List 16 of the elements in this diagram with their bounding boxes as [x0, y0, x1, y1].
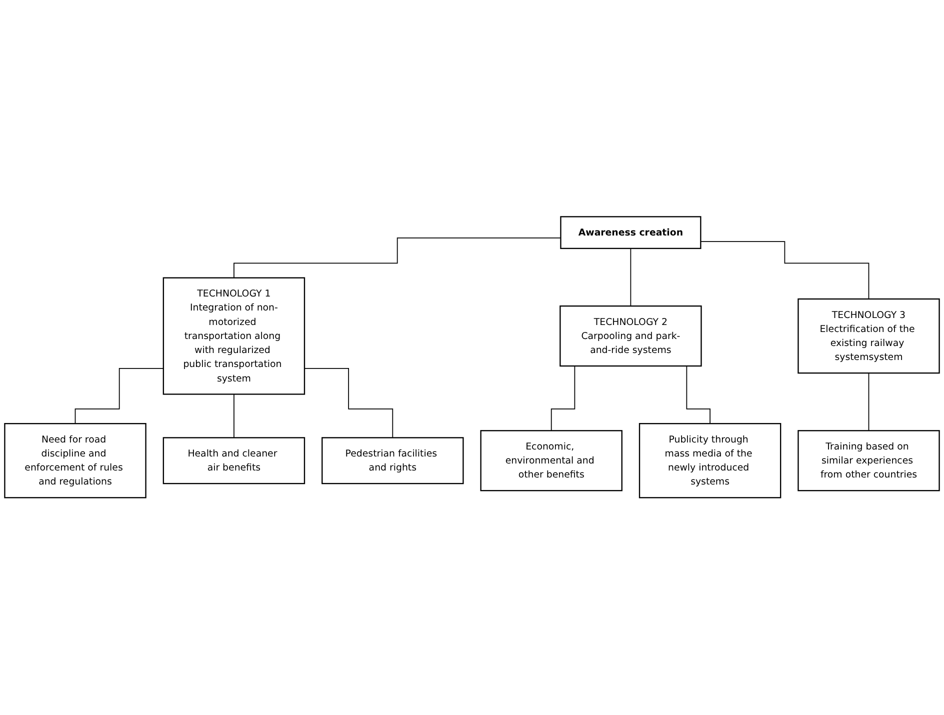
connector — [868, 372, 870, 432]
node-box: TECHNOLOGY 3 Electrification of the existing railway systemsystem — [798, 298, 940, 374]
node-box: Training based on similar experiences from other countries — [798, 430, 940, 492]
node-box: TECHNOLOGY 1 Integration of non-motorized transportation along with regularized public transportation system — [162, 278, 306, 396]
connector — [74, 368, 164, 424]
connector — [630, 248, 632, 307]
node-box: Need for road discipline and enforcement of rules and regulations — [4, 423, 146, 499]
node-box: Health and cleaner air benefits — [162, 437, 306, 484]
connector — [234, 238, 562, 279]
connector — [700, 241, 870, 300]
node-box: Economic, environmental and other benefits — [480, 430, 622, 492]
connector — [304, 368, 394, 438]
node-box: Awareness creation — [560, 216, 702, 250]
node-box: TECHNOLOGY 2 Carpooling and park-and-ride systems — [560, 306, 702, 367]
node-box: Publicity through mass media of the newly introduced systems — [638, 423, 782, 499]
node-box: Pedestrian facilities and rights — [322, 437, 464, 484]
